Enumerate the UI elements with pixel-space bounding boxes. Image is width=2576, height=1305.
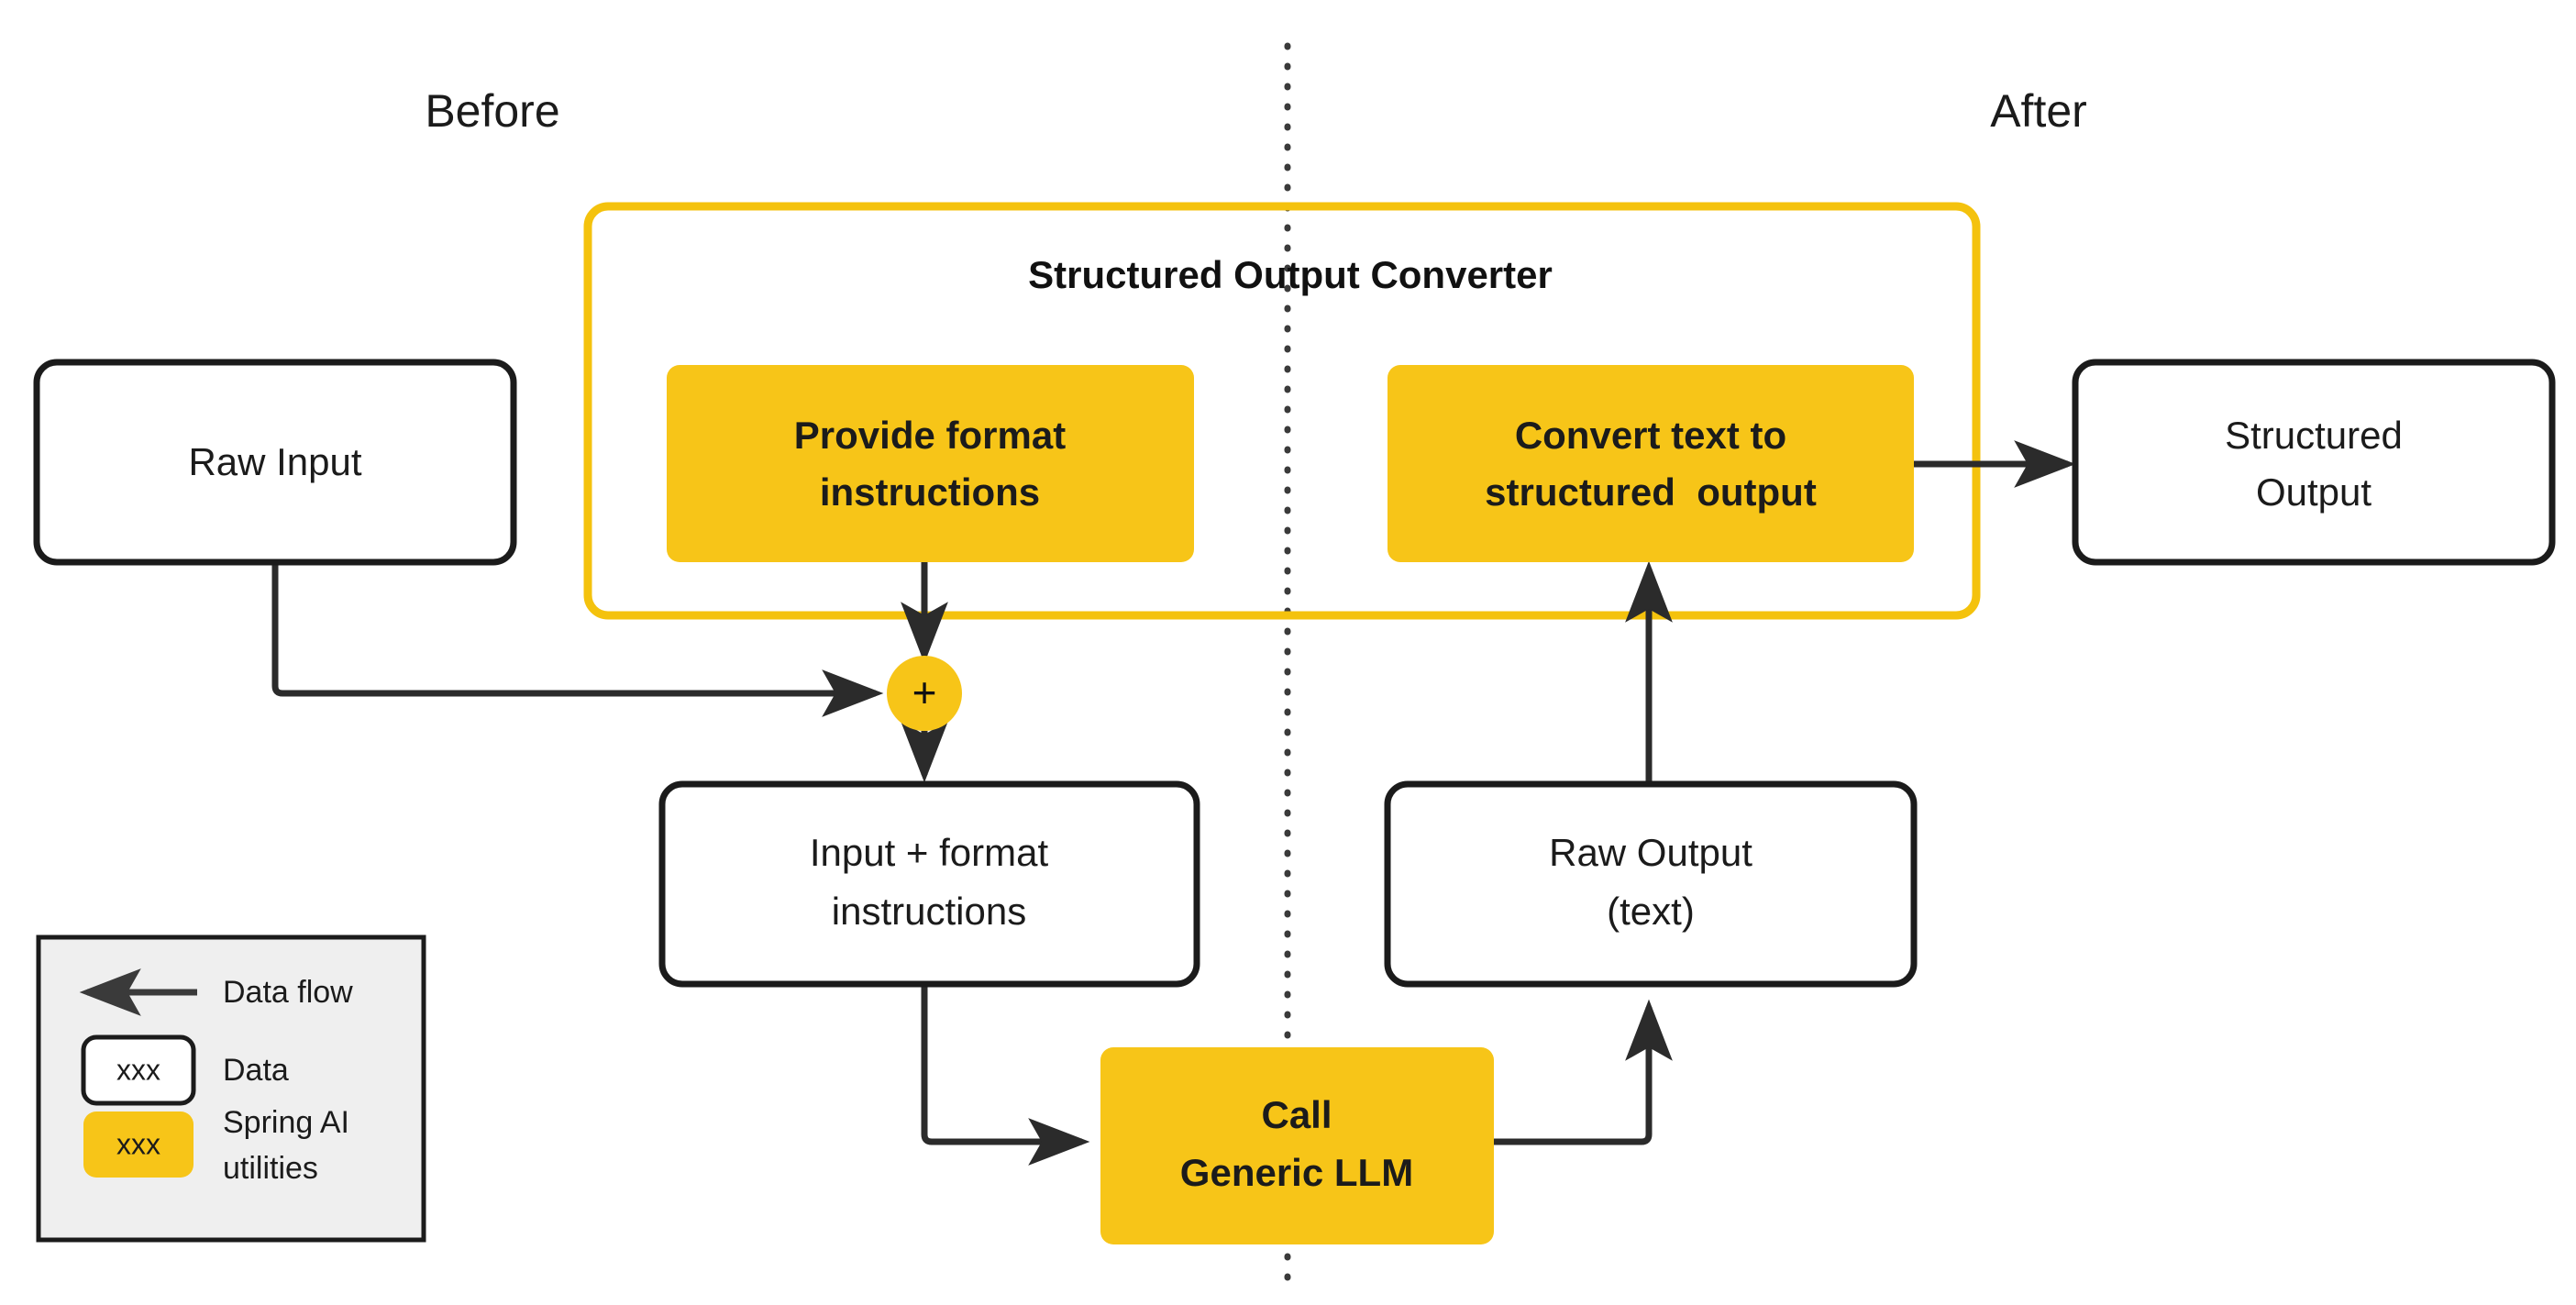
node-provide-format-instructions-line1: Provide format [794, 414, 1066, 457]
node-merge-junction-shape [887, 656, 962, 731]
node-structured-output-line2: Output [2256, 470, 2371, 514]
node-convert-text-to-structured-output-shape [1388, 365, 1914, 562]
node-call-generic-llm-shape [1100, 1047, 1494, 1244]
node-call-generic-llm[interactable]: Call Generic LLM [1100, 1047, 1494, 1244]
node-input-format-line1: Input + format [810, 831, 1049, 874]
legend-yellow-box-text: xxx [116, 1127, 160, 1160]
node-input-format-line2: instructions [832, 890, 1026, 933]
node-structured-output-line1: Structured [2225, 414, 2403, 457]
node-structured-output-shape [2072, 359, 2556, 566]
node-input-plus-format-instructions[interactable]: Input + format instructions [658, 780, 1200, 988]
legend-yellow-box-icon [83, 1111, 193, 1178]
node-provide-format-instructions[interactable]: Provide format instructions [667, 365, 1194, 562]
node-raw-input[interactable]: Raw Input [33, 359, 517, 566]
node-raw-output-shape [1384, 780, 1918, 988]
node-provide-format-instructions-shape [667, 365, 1194, 562]
edge-input-format-to-call-llm [921, 984, 1090, 1166]
node-input-plus-format-instructions-shape [658, 780, 1200, 988]
node-raw-input-label: Raw Input [188, 440, 361, 483]
node-merge-junction[interactable]: + [887, 656, 962, 731]
structured-output-converter-container [583, 202, 1981, 620]
plus-icon: + [912, 669, 937, 716]
node-raw-output-line2: (text) [1607, 890, 1695, 933]
legend-item-spring-ai-label-line2: utilities [223, 1151, 318, 1186]
node-convert-text-line1: Convert text to [1515, 414, 1786, 457]
legend-white-box-text: xxx [116, 1053, 160, 1086]
node-raw-output[interactable]: Raw Output (text) [1384, 780, 1918, 988]
container-title: Structured Output Converter [1028, 253, 1553, 296]
legend-item-data-flow: Data flow [79, 968, 353, 1016]
legend-item-data-flow-label: Data flow [223, 975, 353, 1010]
node-raw-output-line1: Raw Output [1549, 831, 1752, 874]
edge-call-llm-to-raw-output [1494, 999, 1673, 1145]
edge-raw-input-to-merge [271, 562, 884, 717]
section-title-before: Before [425, 85, 559, 137]
legend-item-spring-ai-label-line1: Spring AI [223, 1105, 349, 1140]
node-call-generic-llm-line2: Generic LLM [1180, 1151, 1413, 1194]
node-convert-text-to-structured-output[interactable]: Convert text to structured output [1388, 365, 1914, 562]
node-call-generic-llm-line1: Call [1261, 1093, 1332, 1136]
legend-background [36, 935, 426, 1243]
node-provide-format-instructions-line2: instructions [820, 470, 1040, 514]
section-title-after: After [1990, 85, 2087, 137]
legend-item-data-label: Data [223, 1053, 289, 1088]
legend-item-spring-ai-utilities: xxx Spring AI utilities [83, 1105, 349, 1186]
node-convert-text-line2: structured output [1485, 470, 1817, 514]
node-structured-output[interactable]: Structured Output [2072, 359, 2556, 566]
legend-white-box-icon [81, 1034, 196, 1106]
legend-item-data: xxx Data [81, 1034, 289, 1106]
legend: Data flow xxx Data xxx Spring AI utiliti… [36, 935, 426, 1243]
node-raw-input-shape [33, 359, 517, 566]
